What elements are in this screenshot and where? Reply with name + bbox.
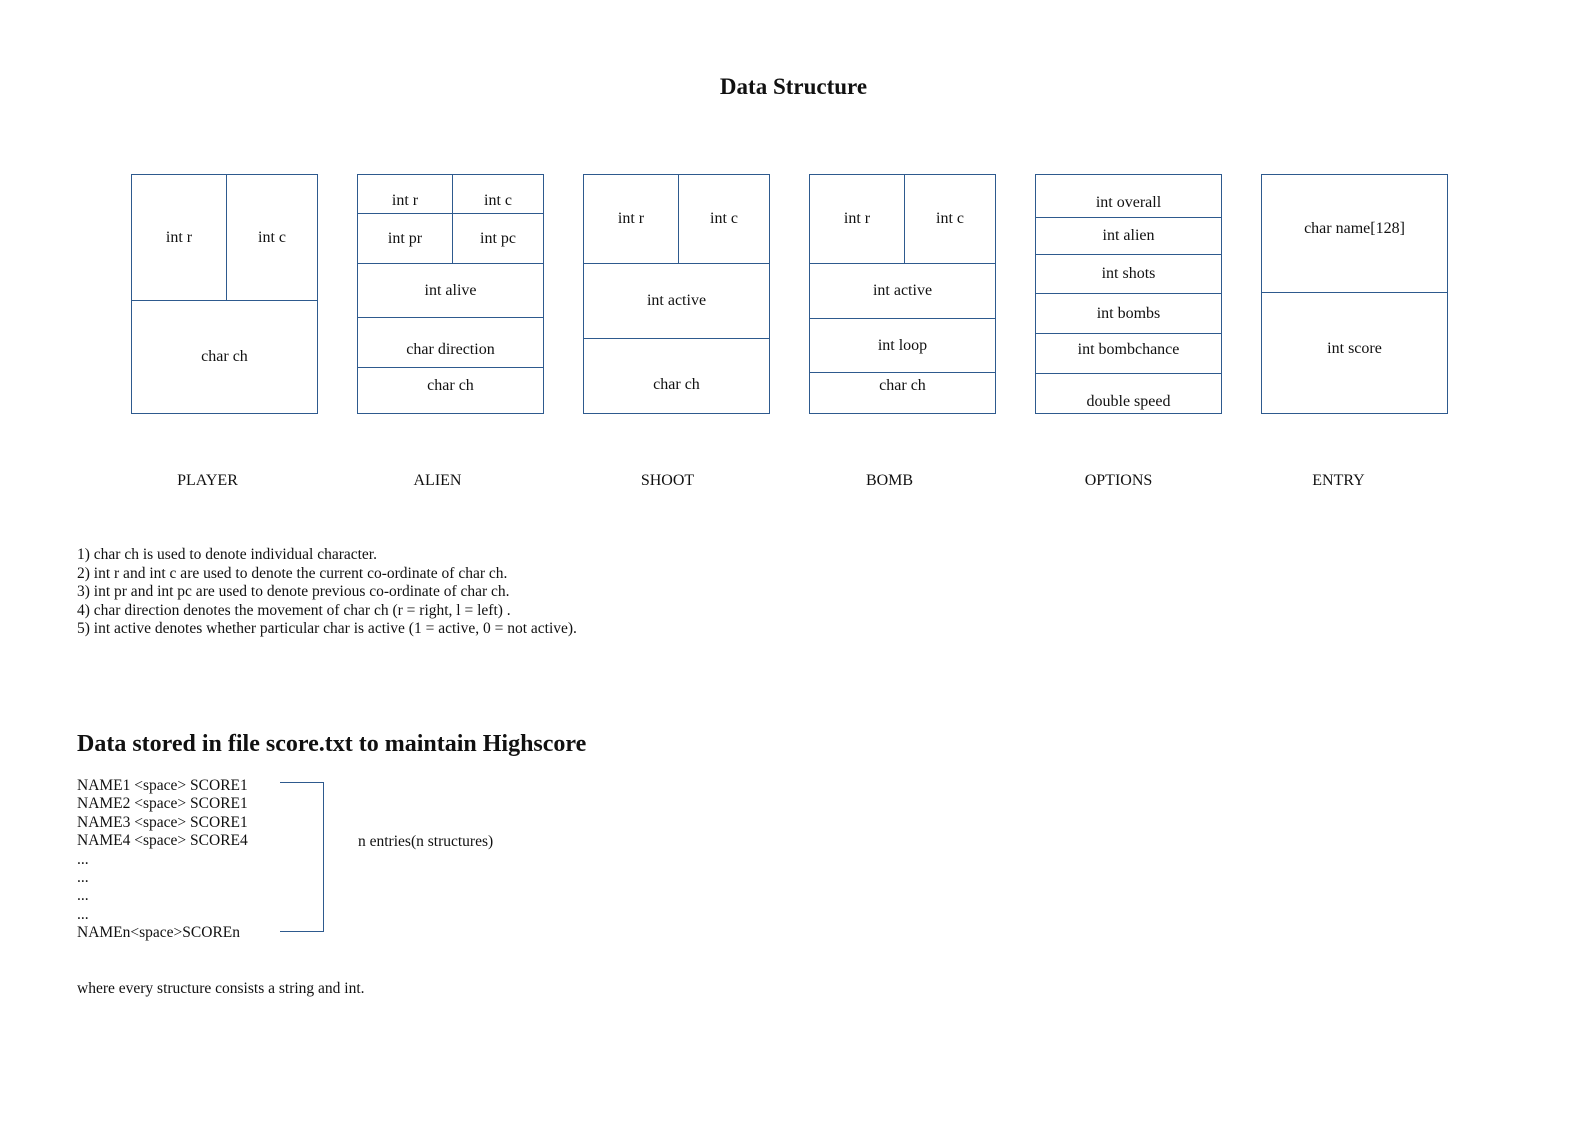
struct-shoot-box: int r int c int active char ch [583, 174, 770, 414]
field-cell: int overall [1095, 194, 1162, 211]
score-line: NAMEn<space>SCOREn [77, 924, 240, 942]
score-line: ... [77, 850, 89, 868]
field-cell: int pc [452, 213, 543, 263]
struct-entry-box: char name[128] int score [1261, 174, 1448, 414]
struct-bomb-box: int r int c int active int loop char ch [809, 174, 996, 414]
field-cell: int alien [1036, 217, 1221, 254]
struct-caption: ALIEN [413, 472, 462, 489]
field-cell: int alive [358, 263, 543, 317]
score-line: NAME4 <space> SCORE4 [77, 832, 248, 850]
struct-caption: ENTRY [1312, 472, 1365, 489]
field-cell: double speed [1036, 373, 1221, 413]
field-cell: char ch [584, 338, 769, 413]
field-cell: int c [678, 175, 769, 263]
notes-list: 1) char ch is used to denote individual … [77, 546, 577, 639]
field-cell: int c [226, 175, 317, 300]
score-file-lines: NAME1 <space> SCORE1 NAME2 <space> SCORE… [77, 777, 248, 943]
field-cell: int r [617, 210, 645, 227]
score-line: NAME3 <space> SCORE1 [77, 813, 248, 831]
field-cell: int r [843, 210, 871, 227]
entries-bracket [280, 782, 324, 932]
note-item: 1) char ch is used to denote individual … [77, 546, 377, 563]
struct-caption: BOMB [865, 472, 914, 489]
bracket-label: n entries(n structures) [358, 833, 494, 850]
field-cell: int active [810, 263, 995, 318]
note-item: 5) int active denotes whether particular… [77, 620, 577, 637]
field-cell: int r [391, 192, 419, 209]
field-cell: int active [584, 263, 769, 338]
field-cell: int r [165, 228, 193, 246]
field-cell: int c [452, 175, 543, 213]
score-file-heading: Data stored in file score.txt to maintai… [77, 731, 587, 757]
field-cell: char ch [132, 300, 317, 413]
field-cell: char ch [358, 367, 543, 413]
field-cell: char direction [358, 317, 543, 367]
structures-diagram: int r int c char ch PLAYER int r int c i… [0, 0, 1587, 500]
field-cell: int bombchance [1036, 333, 1221, 373]
score-line: NAME2 <space> SCORE1 [77, 795, 248, 813]
struct-caption: OPTIONS [1084, 472, 1153, 489]
struct-player-box: int r int c char ch [131, 174, 318, 414]
field-cell: int shots [1036, 254, 1221, 293]
field-cell: int c [904, 175, 995, 263]
note-item: 4) char direction denotes the movement o… [77, 601, 511, 619]
field-cell: int bombs [1036, 293, 1221, 333]
struct-alien-box: int r int c int pr int pc int alive char… [357, 174, 544, 414]
field-cell: char ch [810, 372, 995, 413]
score-line: NAME1 <space> SCORE1 [77, 777, 248, 794]
note-item: 3) int pr and int pc are used to denote … [77, 583, 510, 600]
field-cell: char name[128] [1304, 219, 1405, 237]
footer-note: where every structure consists a string … [77, 980, 365, 997]
score-line: ... [77, 905, 89, 923]
note-item: 2) int r and int c are used to denote th… [77, 564, 508, 582]
score-line: ... [77, 887, 89, 905]
struct-caption: SHOOT [640, 472, 695, 489]
struct-caption: PLAYER [177, 472, 238, 489]
page-title: Data Structure [719, 74, 868, 99]
field-cell: int pr [358, 213, 452, 263]
score-line: ... [77, 869, 89, 887]
field-cell: int score [1262, 292, 1447, 413]
struct-options-box: int overall int alien int shots int bomb… [1035, 174, 1222, 414]
field-cell: int loop [810, 318, 995, 372]
